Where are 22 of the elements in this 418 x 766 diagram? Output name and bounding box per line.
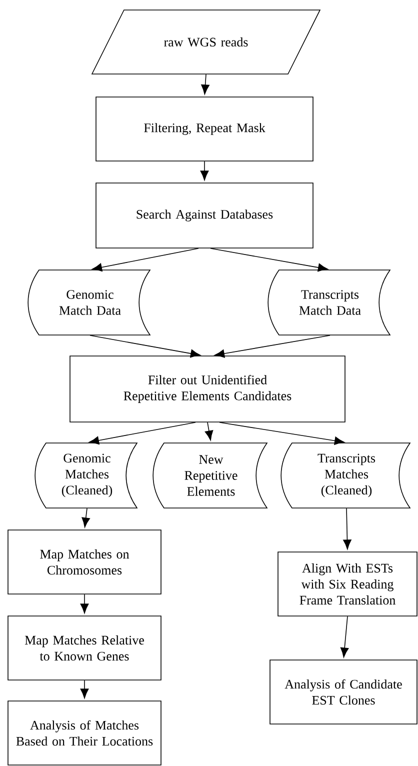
process-box: Filtering, Repeat Mask bbox=[96, 96, 314, 162]
arrow bbox=[89, 422, 196, 445]
process-box: Align With ESTs with Six Reading Frame Translation bbox=[278, 552, 418, 616]
arrow bbox=[210, 248, 328, 272]
process-box: Map Matches Relative to Known Genes bbox=[8, 616, 162, 680]
process-box: Analysis of Candidate EST Clones bbox=[270, 660, 418, 724]
arrow bbox=[340, 616, 349, 658]
arrow bbox=[204, 422, 214, 440]
process-box: Analysis of Matches Based on Their Locations bbox=[8, 700, 162, 766]
arrow bbox=[80, 594, 89, 614]
process-box: Search Against Databases bbox=[96, 182, 314, 248]
arrow bbox=[201, 74, 210, 94]
arrow bbox=[214, 335, 330, 358]
arrow bbox=[343, 508, 352, 550]
arrow bbox=[92, 248, 199, 272]
process-box: Map Matches on Chromosomes bbox=[8, 530, 162, 594]
arrow bbox=[82, 508, 90, 528]
arrow bbox=[219, 422, 344, 445]
arrow bbox=[90, 335, 200, 358]
arrow bbox=[200, 161, 209, 180]
process-box: Filter out Unidentified Repetitive Elements Candidates bbox=[70, 356, 346, 422]
arrow bbox=[80, 680, 89, 698]
